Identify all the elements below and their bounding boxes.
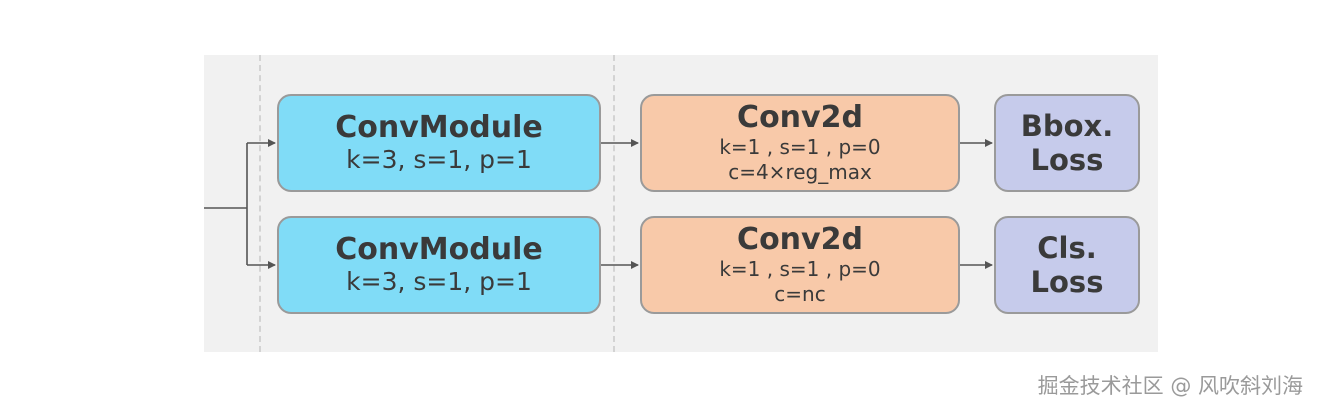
- convmodule-params: k=3, s=1, p=1: [346, 267, 532, 296]
- loss-label: Bbox. Loss: [1020, 109, 1114, 177]
- watermark: 掘金技术社区 @ 风吹斜刘海: [1037, 374, 1303, 398]
- dashed-divider-left: [259, 55, 261, 352]
- convmodule-title: ConvModule: [335, 110, 543, 145]
- conv2d-box-1: Conv2d k=1 , s=1 , p=0 c=4×reg_max: [640, 94, 960, 192]
- conv2d-params: k=1 , s=1 , p=0: [719, 257, 881, 281]
- convmodule-box-1: ConvModule k=3, s=1, p=1: [277, 94, 601, 192]
- cls-loss-box: Cls. Loss: [994, 216, 1140, 314]
- conv2d-title: Conv2d: [737, 100, 863, 135]
- conv2d-title: Conv2d: [737, 222, 863, 257]
- convmodule-box-2: ConvModule k=3, s=1, p=1: [277, 216, 601, 314]
- bbox-loss-box: Bbox. Loss: [994, 94, 1140, 192]
- loss-label: Cls. Loss: [1030, 231, 1104, 299]
- convmodule-params: k=3, s=1, p=1: [346, 145, 532, 174]
- dashed-divider-middle: [613, 55, 615, 352]
- conv2d-channels: c=nc: [774, 282, 826, 306]
- conv2d-channels: c=4×reg_max: [728, 160, 872, 184]
- convmodule-title: ConvModule: [335, 232, 543, 267]
- conv2d-params: k=1 , s=1 , p=0: [719, 135, 881, 159]
- conv2d-box-2: Conv2d k=1 , s=1 , p=0 c=nc: [640, 216, 960, 314]
